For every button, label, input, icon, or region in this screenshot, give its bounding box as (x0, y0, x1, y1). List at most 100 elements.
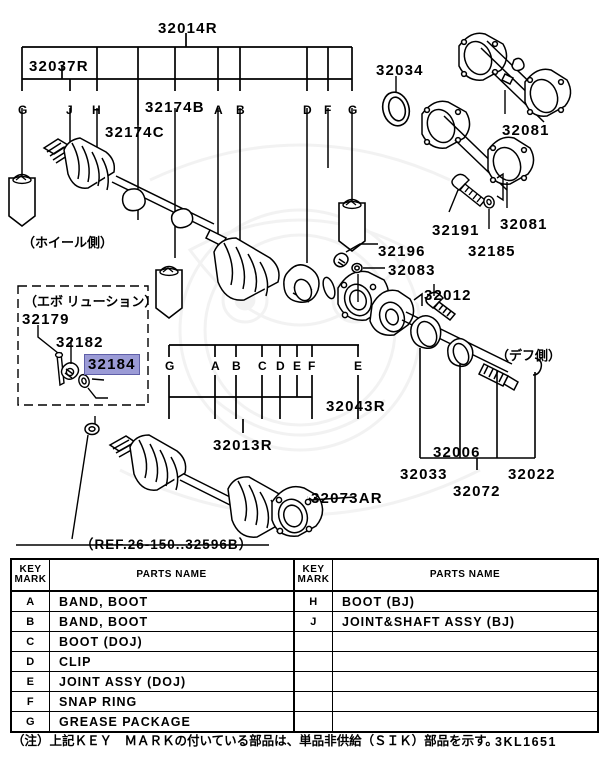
cell-name-left: SNAP RING (49, 691, 295, 712)
label-32006: 32006 (433, 444, 481, 461)
cell-name-right (332, 711, 599, 733)
header-key-mark-right: KEY MARK (293, 558, 333, 592)
grease-package-icon-right (338, 198, 366, 252)
grease-package-icon-mid (155, 265, 183, 319)
label-32033: 32033 (400, 466, 448, 483)
label-32174C: 32174C (105, 124, 165, 141)
label-diff-side: （デフ側） (496, 348, 562, 363)
oil-seal-illustration (381, 91, 411, 127)
tube-upper-illustration (458, 32, 572, 123)
cell-key-right (293, 651, 333, 672)
leader-32196 (345, 243, 378, 253)
keymark-top-6: F (324, 103, 332, 117)
label-32012: 32012 (424, 287, 472, 304)
label-32174B: 32174B (145, 99, 205, 116)
bracket-32043R (168, 344, 359, 419)
tube-lower-illustration (421, 100, 535, 191)
keymark-top-3: A (214, 103, 224, 117)
keymark-bot-1: A (211, 359, 221, 373)
leader-32073AR (307, 496, 356, 501)
cell-key-left: G (10, 711, 50, 733)
header-key-line1: KEY (19, 563, 42, 575)
label-32022: 32022 (508, 466, 556, 483)
doj-exploded-illustration (213, 237, 390, 321)
cell-name-right (332, 651, 599, 672)
table-note: （注）上記ＫＥＹ ＭＡＲＫの付いている部品は、単品非供給（ＳＩＫ）部品を示す。 (12, 734, 498, 748)
label-32081-lower: 32081 (500, 216, 548, 233)
cell-name-right (332, 691, 599, 712)
keymark-bot-6: F (308, 359, 316, 373)
cell-key-right (293, 671, 333, 692)
evolution-leaders (37, 325, 108, 399)
cell-key-left: D (10, 651, 50, 672)
header-parts-name-right: PARTS NAME (332, 558, 599, 592)
label-reference: （REF.26-150..32596B） (80, 537, 254, 552)
keymark-top-1: J (66, 103, 74, 117)
leader-reference (16, 416, 269, 546)
drawing-number: 3KL1651 (495, 735, 557, 749)
cell-key-left: E (10, 671, 50, 692)
keymark-bot-4: D (276, 359, 286, 373)
header-parts-name-left: PARTS NAME (49, 558, 295, 592)
label-32037R: 32037R (29, 58, 89, 75)
cell-key-right: J (293, 611, 333, 632)
header-key-mark-left: KEY MARK (10, 558, 50, 592)
cell-key-left: B (10, 611, 50, 632)
label-32014R: 32014R (158, 20, 218, 37)
label-32196: 32196 (378, 243, 426, 260)
label-32185: 32185 (468, 243, 516, 260)
cell-name-right: BOOT (BJ) (332, 590, 599, 612)
cell-name-left: JOINT ASSY (DOJ) (49, 671, 295, 692)
bracket-32037R (21, 65, 353, 125)
label-32081-upper: 32081 (502, 122, 550, 139)
keymark-top-0: G (18, 103, 28, 117)
bracket-tube-assy (496, 172, 504, 202)
cell-key-left: A (10, 590, 50, 612)
label-wheel-side: （ホイール側） (22, 235, 114, 250)
bracket-32013R (168, 396, 313, 433)
label-evolution: （エボ リューション） (24, 294, 158, 309)
keymark-bot-2: B (232, 359, 242, 373)
bolt-32191-illustration (451, 173, 486, 207)
cell-key-right (293, 631, 333, 652)
table-header-row: KEY MARK PARTS NAME KEY MARK PARTS NAME (10, 558, 599, 592)
label-32072: 32072 (453, 483, 501, 500)
cell-key-right (293, 691, 333, 712)
cell-name-left: BOOT (DOJ) (49, 631, 295, 652)
keymark-top-5: D (303, 103, 313, 117)
label-32184-highlighted[interactable]: 32184 (84, 354, 140, 375)
keymark-bot-0: G (165, 359, 175, 373)
keymark-top-4: B (236, 103, 246, 117)
driveshaft-lower-illustration (84, 422, 324, 538)
keymark-top-2: H (92, 103, 102, 117)
bracket-32072 (419, 348, 536, 470)
diff-shaft-illustration (369, 289, 543, 392)
label-32083: 32083 (388, 262, 436, 279)
cell-key-right (293, 711, 333, 733)
label-32043R: 32043R (326, 398, 386, 415)
keymark-bot-7: E (354, 359, 363, 373)
header-key-line2: MARK (14, 574, 47, 585)
driveshaft-upper-illustration (42, 137, 228, 248)
evolution-parts-illustration (54, 351, 90, 389)
washer-32185-illustration (483, 195, 495, 209)
label-32182: 32182 (56, 334, 104, 351)
label-32191: 32191 (432, 222, 480, 239)
cell-key-left: F (10, 691, 50, 712)
keymark-bot-5: E (293, 359, 302, 373)
header-key-line1-right: KEY (302, 563, 325, 575)
grease-package-icon-left (8, 173, 36, 227)
bracket-32014R (21, 33, 353, 79)
keymark-bot-3: C (258, 359, 268, 373)
cell-name-right: JOINT&SHAFT ASSY (BJ) (332, 611, 599, 632)
label-32034: 32034 (376, 62, 424, 79)
cell-key-right: H (293, 590, 333, 612)
evolution-box (17, 285, 149, 406)
leader-32083 (357, 267, 385, 302)
